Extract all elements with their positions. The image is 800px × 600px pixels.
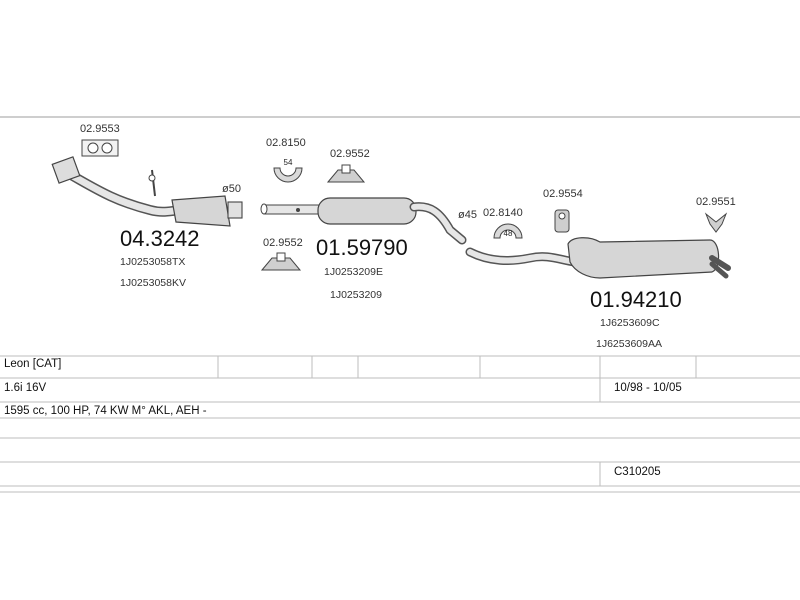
clamp-48-icon: 48 — [493, 223, 523, 239]
info-table-grid — [0, 355, 800, 493]
hanger-mid-code: 02.9552 — [330, 148, 370, 160]
hanger-low-icon — [260, 252, 302, 271]
front-pipe-catalyst — [51, 156, 243, 227]
clamp-54-size: 54 — [284, 158, 293, 167]
gasket-icon — [81, 139, 119, 157]
middle-silencer-ref-2: 1J0253209 — [330, 289, 382, 301]
rear-silencer-ref-1: 1J6253609C — [600, 317, 660, 329]
middle-silencer-number: 01.59790 — [316, 235, 408, 260]
hanger-low-code: 02.9552 — [263, 237, 303, 249]
front-pipe-diameter: ø50 — [222, 183, 241, 195]
table-years: 10/98 - 10/05 — [614, 382, 682, 394]
clamp-48-size: 48 — [504, 229, 513, 238]
clamp-54-icon: 54 — [273, 158, 303, 183]
table-code: C310205 — [614, 466, 661, 478]
front-pipe-number: 04.3242 — [120, 226, 200, 251]
table-model: Leon [CAT] — [4, 358, 62, 370]
hanger-mid-icon — [326, 164, 366, 183]
hanger-rear-icon — [554, 209, 570, 233]
middle-silencer — [260, 197, 467, 245]
gasket-code: 02.9553 — [80, 123, 120, 135]
hanger-tail-code: 02.9551 — [696, 196, 736, 208]
rear-silencer-ref-2: 1J6253609AA — [596, 338, 662, 350]
clamp-48-code: 02.8140 — [483, 207, 523, 219]
middle-silencer-ref-1: 1J0253209E — [324, 266, 383, 278]
rear-silencer — [465, 237, 731, 279]
table-spec: 1595 cc, 100 HP, 74 KW M° AKL, AEH - — [4, 405, 207, 417]
hanger-tail-icon — [704, 212, 728, 233]
clamp-54-code: 02.8150 — [266, 137, 306, 149]
front-pipe-ref-2: 1J0253058KV — [120, 277, 186, 289]
front-pipe-ref-1: 1J0253058TX — [120, 256, 185, 268]
hanger-rear-code: 02.9554 — [543, 188, 583, 200]
table-engine: 1.6i 16V — [4, 382, 47, 394]
middle-silencer-diameter: ø45 — [458, 209, 477, 221]
rear-silencer-number: 01.94210 — [590, 287, 682, 312]
